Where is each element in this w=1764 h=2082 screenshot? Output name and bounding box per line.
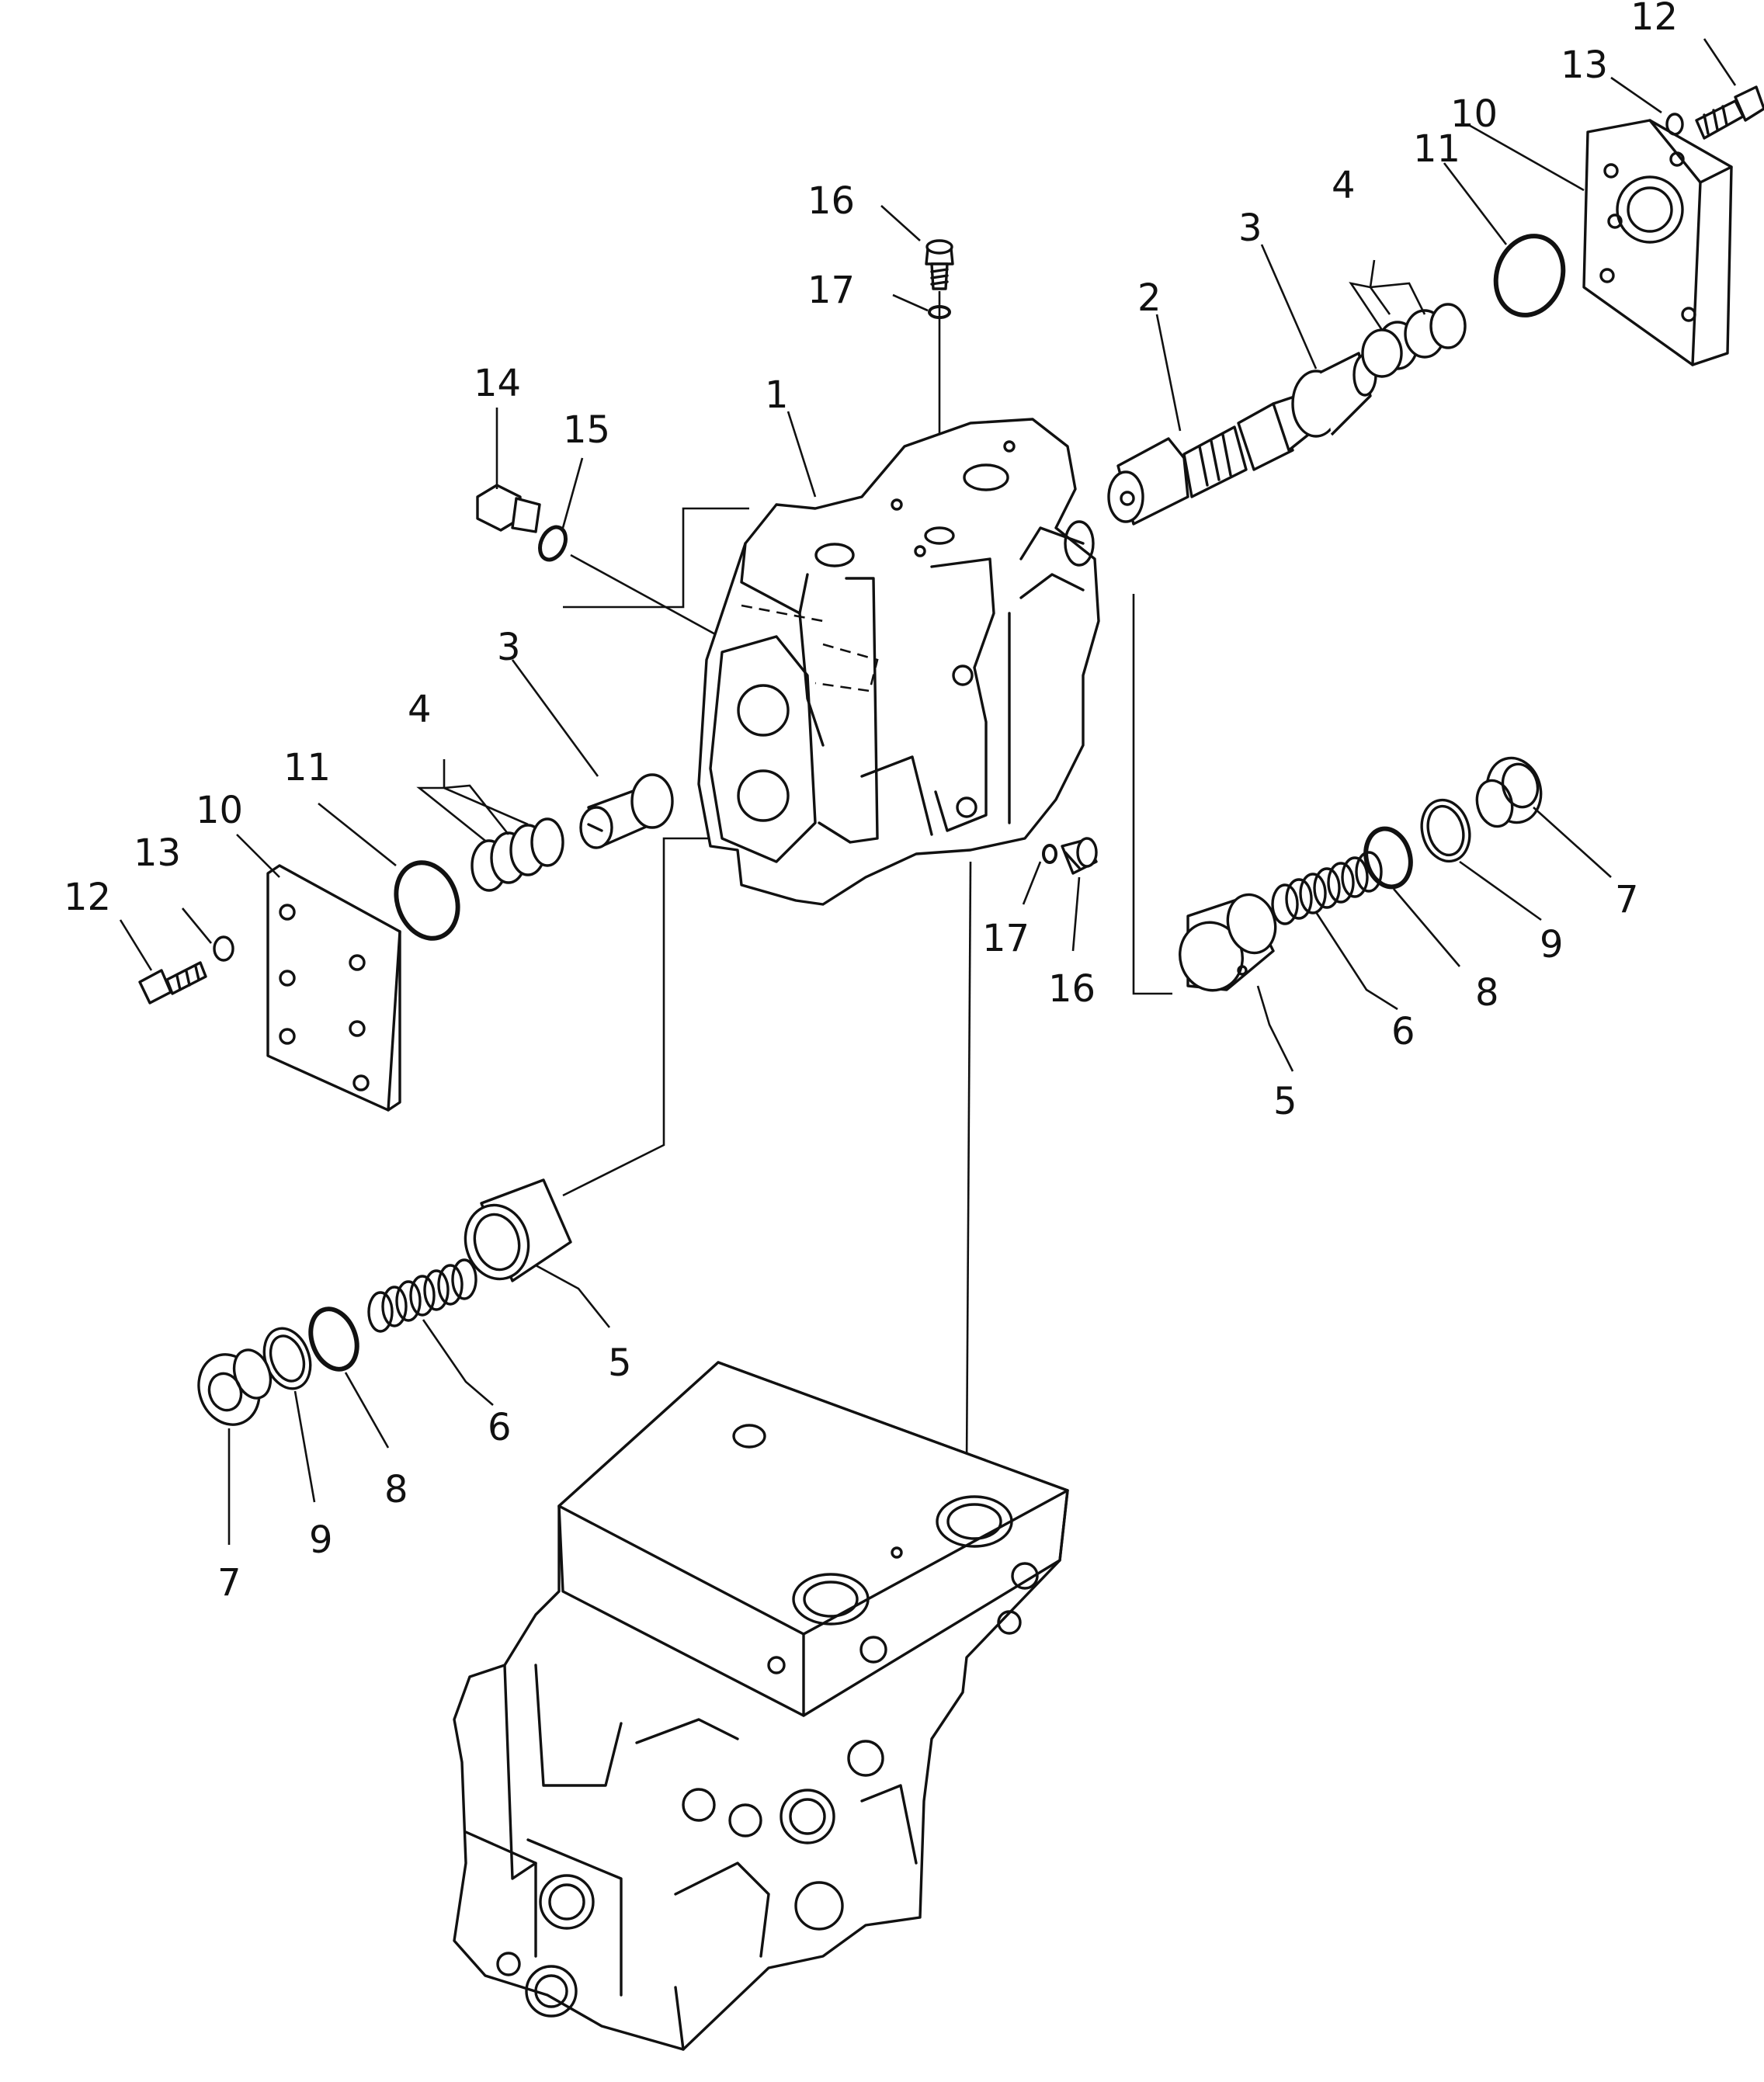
o-ring-part-11-right [1493, 234, 1566, 318]
o-ring-part-11-left [394, 860, 460, 941]
callout-4-right: 4 [1332, 164, 1356, 207]
callout-4-left: 4 [408, 688, 432, 731]
callout-7-right: 7 [1615, 878, 1639, 921]
callout-6-left: 6 [488, 1406, 512, 1449]
callout-1: 1 [765, 373, 789, 417]
plug-part-3-right [1291, 352, 1377, 438]
o-ring-part-17-mid [1042, 844, 1057, 864]
callout-11-left: 11 [283, 746, 331, 789]
cap-part-7-right [1475, 756, 1543, 828]
cover-plate-part-10-right [1582, 119, 1733, 366]
o-ring-part-15 [538, 525, 568, 562]
callout-3-left: 3 [497, 626, 521, 669]
rings-part-4-left [471, 817, 564, 892]
cap-part-7-left [197, 1348, 273, 1426]
callout-7-left: 7 [217, 1561, 241, 1605]
callout-8-right: 8 [1475, 971, 1499, 1015]
callout-12-left: 12 [64, 876, 111, 919]
cover-plate-part-10-left [266, 864, 401, 1112]
callout-8-left: 8 [384, 1468, 408, 1511]
callout-11-right: 11 [1413, 127, 1460, 171]
callout-14: 14 [474, 362, 521, 405]
plug-part-3-left [579, 773, 674, 849]
alignment-lines [562, 291, 1172, 1468]
plug-part-14 [476, 484, 541, 533]
piston-part-5-left [464, 1178, 572, 1282]
callout-6-right: 6 [1391, 1010, 1415, 1053]
plug-part-16-mid [1061, 837, 1098, 875]
bolt-part-12-left [138, 961, 207, 1005]
callout-5-left: 5 [608, 1341, 632, 1385]
callout-9-left: 9 [309, 1518, 333, 1562]
washer-part-13-left [213, 935, 234, 962]
callout-9-right: 9 [1540, 923, 1564, 966]
callout-2: 2 [1137, 276, 1162, 320]
callout-16-mid: 16 [1048, 967, 1096, 1011]
callout-15: 15 [563, 408, 610, 452]
pump-housing [453, 1361, 1069, 2051]
washer-part-13-right [1665, 113, 1684, 136]
washer-part-9-right [1420, 798, 1471, 863]
callout-3-right: 3 [1238, 206, 1262, 250]
o-ring-part-8-left [308, 1306, 359, 1372]
callout-17-mid: 17 [982, 917, 1030, 960]
spring-part-6-right [1271, 851, 1383, 925]
callout-labels: 1 2 3 3 4 4 5 5 6 6 7 7 8 8 9 9 10 10 11… [64, 0, 1678, 1605]
spring-part-6-left [367, 1258, 477, 1333]
spool-part-2 [1107, 394, 1310, 526]
plug-part-16-top [925, 239, 954, 290]
leader-lines [119, 38, 1737, 1545]
callout-12-right: 12 [1630, 0, 1678, 39]
rings-part-4-right [1361, 303, 1467, 378]
valve-body [697, 418, 1100, 906]
callout-10-right: 10 [1450, 92, 1498, 136]
callout-5-right: 5 [1273, 1080, 1297, 1123]
o-ring-part-8-right [1363, 826, 1413, 890]
callout-16-top: 16 [807, 179, 855, 223]
bolt-part-12-right [1695, 85, 1764, 140]
o-ring-part-17-top [928, 305, 951, 319]
callout-13-left: 13 [134, 831, 181, 875]
callout-10-left: 10 [196, 789, 243, 832]
callout-17-top: 17 [807, 269, 855, 312]
piston-part-5-right [1179, 893, 1277, 992]
callout-13-right: 13 [1561, 43, 1608, 87]
